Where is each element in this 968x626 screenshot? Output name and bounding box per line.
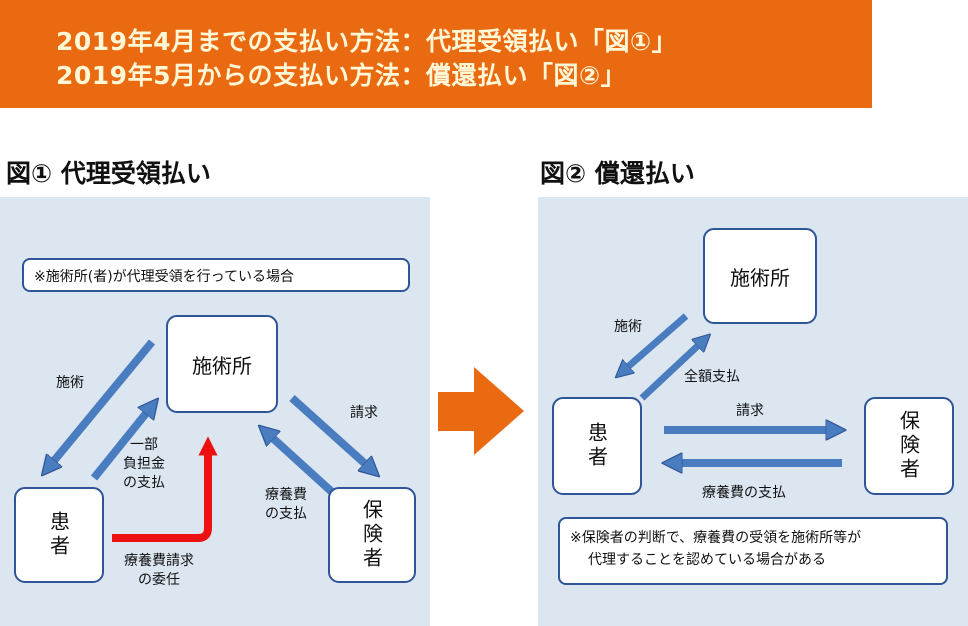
fig1-label-delegation: 療養費請求 の委任 (116, 552, 202, 590)
figure2-note: ※保険者の判断で、療養費の受領を施術所等が 代理することを認めている場合がある (558, 517, 948, 585)
fig1-label-reimbursement-1: 療養費 (265, 487, 307, 503)
fig1-arrow-copay (90, 406, 152, 481)
fig2-label-reimbursement: 療養費の支払 (702, 485, 786, 501)
fig1-clinic-label: 施術所 (192, 353, 252, 378)
fig2-patient-label: 患者 (584, 422, 609, 470)
fig1-label-delegation-1: 療養費請求 (124, 553, 194, 569)
figure1-note: ※施術所(者)が代理受領を行っている場合 (22, 258, 410, 292)
fig2-insurer-node: 保険者 (864, 397, 954, 495)
fig1-arrow-treatment (48, 339, 156, 468)
fig1-label-copay-2: 負担金 (123, 456, 165, 472)
fig1-insurer-node: 保険者 (328, 487, 416, 583)
figure2-note-line-1: ※保険者の判断で、療養費の受領を施術所等が (570, 530, 862, 546)
fig1-label-copay: 一部 負担金 の支払 (116, 436, 172, 493)
figure1-title: 図① 代理受領払い (6, 159, 211, 188)
fig2-arrow-full-payment (639, 340, 704, 401)
transition-arrow (438, 367, 524, 455)
fig1-patient-label: 患者 (46, 511, 71, 559)
fig2-clinic-node: 施術所 (703, 228, 817, 324)
fig1-arrow-claim (289, 395, 372, 470)
fig2-label-claim: 請求 (736, 403, 764, 419)
fig2-label-treatment: 施術 (614, 319, 642, 335)
figure2-title: 図② 償還払い (540, 159, 695, 188)
fig2-arrow-treatment (622, 313, 689, 372)
fig1-insurer-label: 保険者 (359, 499, 384, 571)
fig2-patient-node: 患者 (552, 397, 642, 495)
fig1-label-copay-1: 一部 (130, 437, 158, 453)
fig1-patient-node: 患者 (14, 487, 104, 583)
fig1-label-copay-3: の支払 (123, 475, 165, 491)
fig1-label-claim: 請求 (350, 405, 378, 421)
fig1-label-reimbursement-2: の支払 (265, 506, 307, 522)
fig2-clinic-label: 施術所 (730, 265, 790, 290)
fig1-arrow-reimbursement (266, 432, 335, 495)
figure2-note-line-2: 代理することを認めている場合がある (588, 552, 826, 568)
fig1-label-delegation-2: の委任 (138, 572, 180, 588)
fig1-arrow-delegation (112, 436, 218, 542)
header-banner: 2019年4月までの支払い方法：代理受領払い「図①」 2019年5月からの支払い… (0, 0, 872, 108)
fig1-label-treatment: 施術 (56, 375, 84, 391)
banner-line-2: 2019年5月からの支払い方法：償還払い「図②」 (56, 61, 627, 90)
fig2-insurer-label: 保険者 (896, 410, 921, 482)
fig1-label-reimbursement: 療養費 の支払 (254, 486, 318, 524)
banner-line-1: 2019年4月までの支払い方法：代理受領払い「図①」 (56, 27, 678, 56)
fig2-label-full-payment: 全額支払 (684, 369, 740, 385)
fig1-clinic-node: 施術所 (166, 315, 278, 413)
